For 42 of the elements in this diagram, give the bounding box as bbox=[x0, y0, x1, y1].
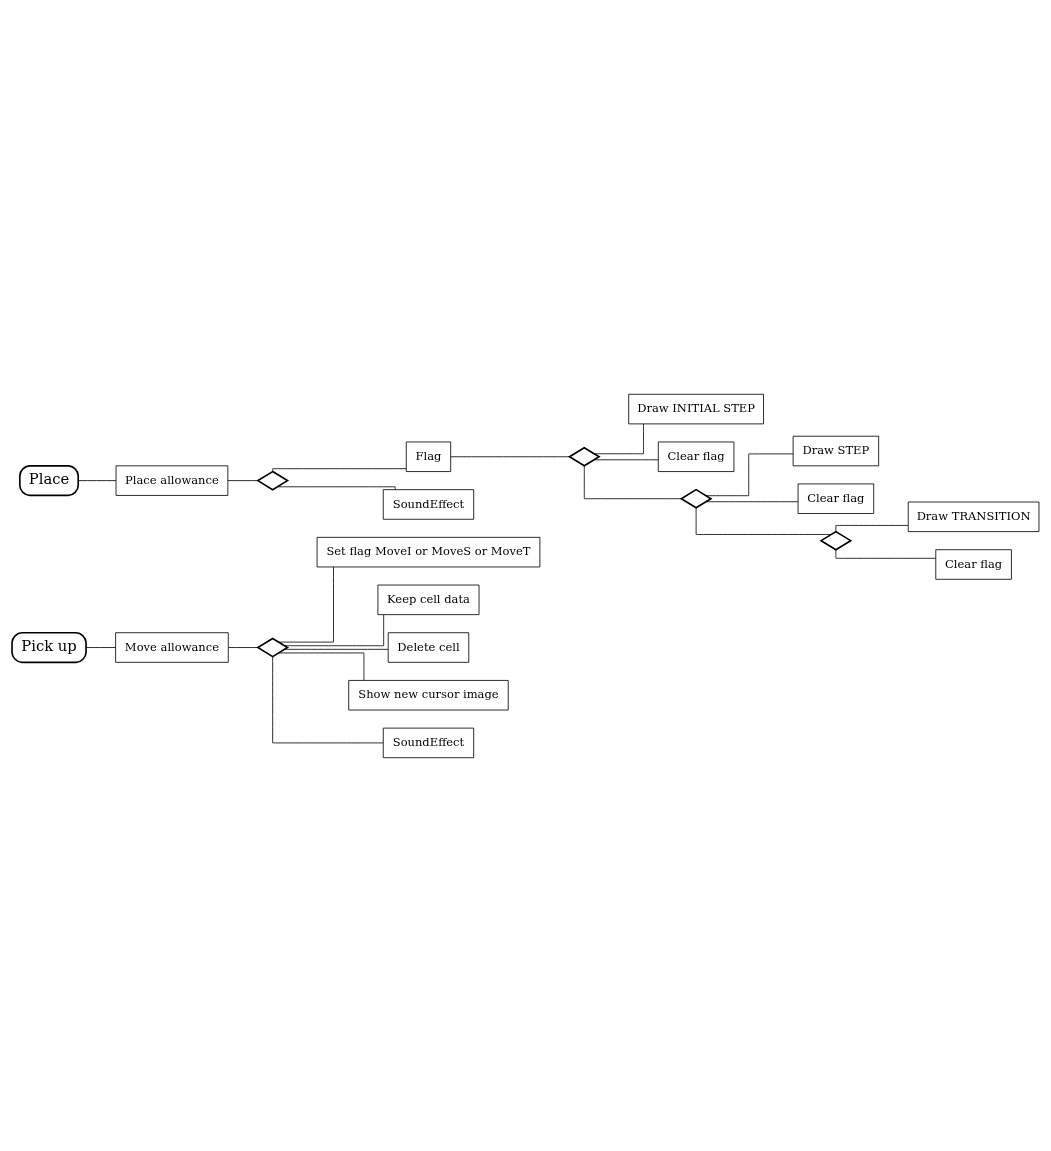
connector bbox=[272, 467, 407, 472]
connector bbox=[835, 524, 909, 532]
node-diamond bbox=[256, 637, 290, 658]
connector bbox=[705, 453, 794, 496]
node-box: Draw STEP bbox=[792, 435, 880, 466]
node-box: Move allowance bbox=[115, 631, 229, 663]
node-box: Pick up bbox=[11, 631, 87, 663]
connector bbox=[227, 479, 259, 481]
connector bbox=[78, 479, 117, 481]
connector bbox=[835, 548, 937, 559]
connector bbox=[278, 652, 365, 681]
connector bbox=[284, 613, 385, 646]
node-box: SoundEffect bbox=[382, 488, 475, 520]
connector bbox=[272, 655, 384, 743]
connector bbox=[284, 648, 389, 650]
connector bbox=[277, 485, 396, 490]
node-box: Clear flag bbox=[935, 548, 1012, 580]
node-box: Delete cell bbox=[387, 631, 470, 663]
node-diamond bbox=[819, 530, 853, 551]
connector bbox=[593, 458, 659, 460]
connector bbox=[695, 507, 832, 535]
node-diamond bbox=[256, 470, 290, 491]
node-box: Draw TRANSITION bbox=[907, 501, 1040, 532]
node-box: Show new cursor image bbox=[348, 679, 509, 710]
node-box: Draw INITIAL STEP bbox=[628, 393, 764, 424]
node-box: Set flag MoveI or MoveS or MoveT bbox=[316, 536, 541, 567]
node-box: Clear flag bbox=[797, 483, 875, 514]
node-box: Clear flag bbox=[657, 441, 735, 472]
connector bbox=[228, 646, 259, 648]
node-box: Keep cell data bbox=[377, 584, 480, 615]
node-diamond bbox=[679, 488, 713, 509]
connector bbox=[450, 455, 570, 457]
connector bbox=[705, 500, 799, 502]
connector bbox=[278, 566, 334, 642]
connector bbox=[583, 464, 682, 499]
connector bbox=[85, 646, 116, 648]
node-box: Flag bbox=[405, 441, 452, 472]
node-diamond bbox=[567, 446, 601, 467]
connector bbox=[593, 423, 644, 454]
node-box: SoundEffect bbox=[382, 727, 475, 758]
node-box: Place allowance bbox=[115, 464, 229, 496]
node-box: Place bbox=[19, 464, 80, 496]
